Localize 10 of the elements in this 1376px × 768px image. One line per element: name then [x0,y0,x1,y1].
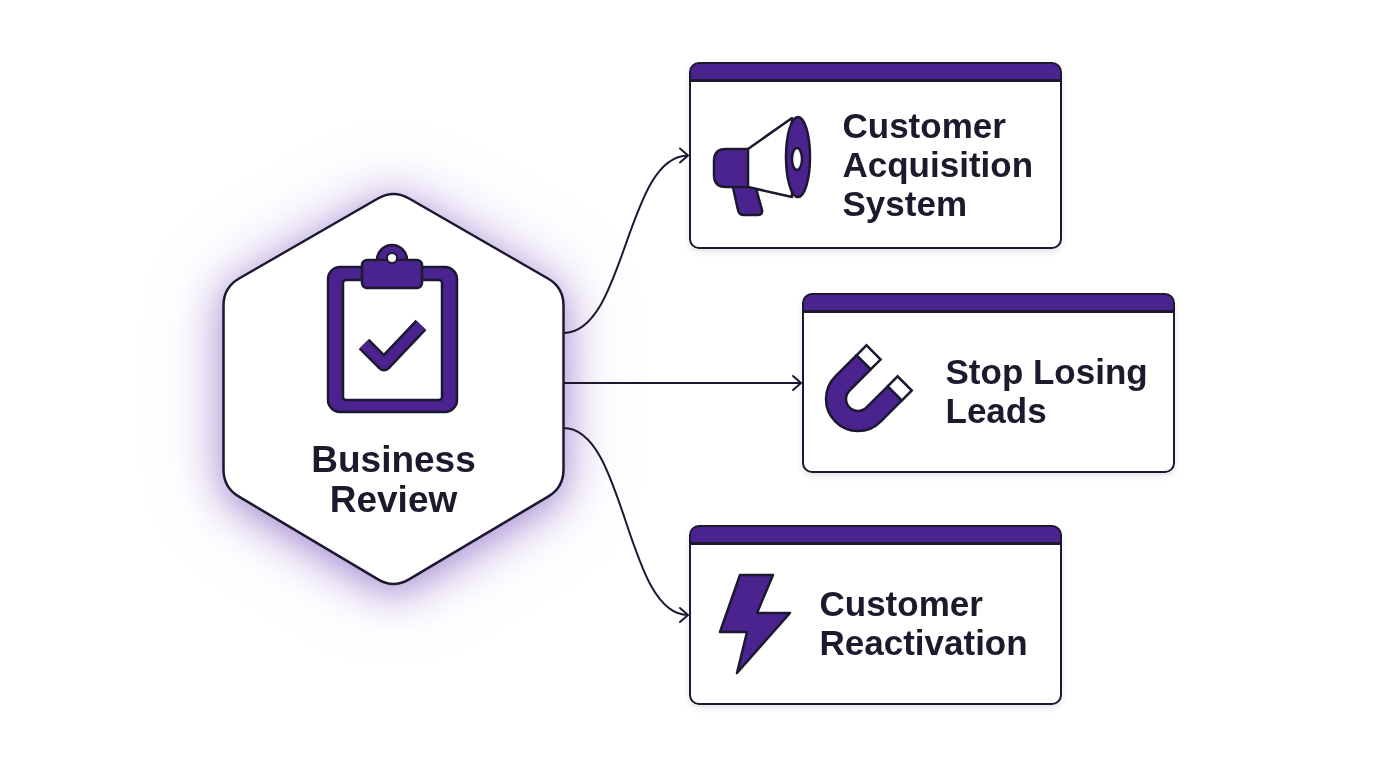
connector-arrow [562,427,689,621]
node-title: Customer Reactivation [819,584,1029,662]
card-node [689,525,1062,705]
card-node [689,62,1062,249]
connector-arrow [562,149,689,334]
card-node [802,293,1175,473]
node-title: Business Review [310,440,477,520]
node-title: Stop Losing Leads [945,352,1149,430]
connector-arrow [562,375,802,391]
node-title: Customer Acquisition System [842,105,1035,222]
